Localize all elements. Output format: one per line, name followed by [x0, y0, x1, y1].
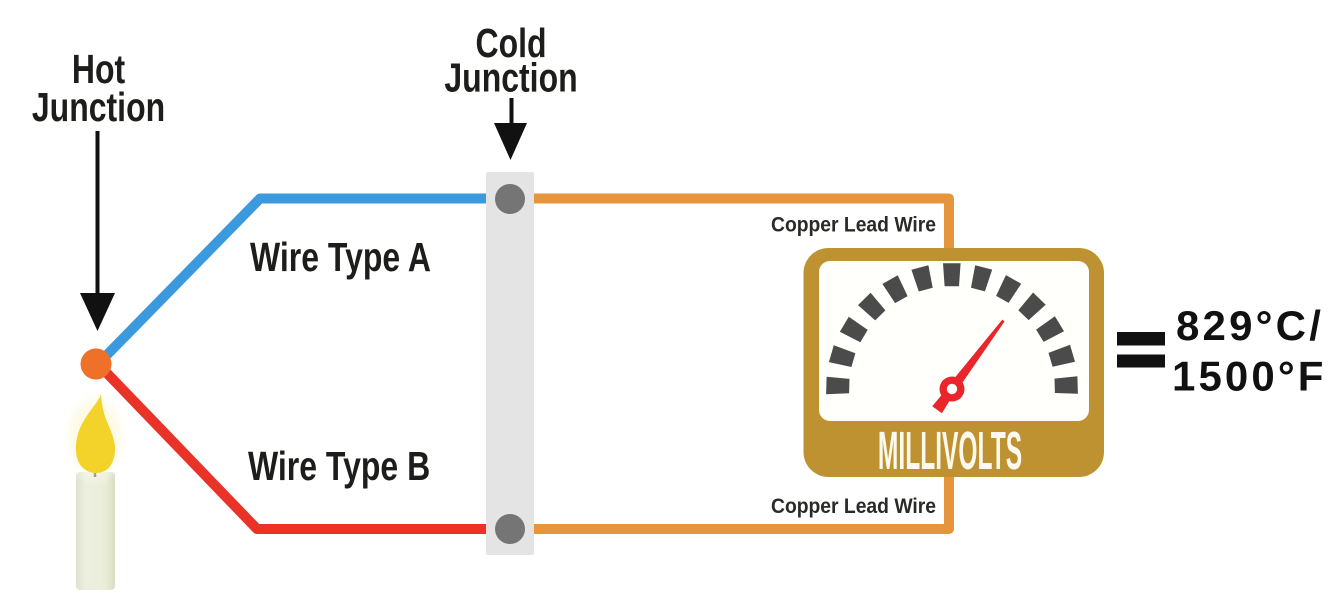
svg-text:MILLIVOLTS: MILLIVOLTS — [878, 420, 1022, 480]
svg-text:Wire Type A: Wire Type A — [250, 234, 431, 279]
svg-text:Copper Lead Wire: Copper Lead Wire — [771, 214, 936, 237]
svg-text:Wire Type B: Wire Type B — [248, 443, 430, 488]
svg-text:Hot: Hot — [72, 46, 125, 91]
svg-text:1500°F: 1500°F — [1172, 353, 1327, 400]
svg-text:Copper Lead Wire: Copper Lead Wire — [771, 495, 936, 518]
svg-text:Junction: Junction — [444, 55, 577, 100]
svg-text:Cold: Cold — [475, 20, 546, 65]
svg-text:Junction: Junction — [32, 84, 165, 129]
svg-text:829°C/: 829°C/ — [1176, 302, 1324, 349]
